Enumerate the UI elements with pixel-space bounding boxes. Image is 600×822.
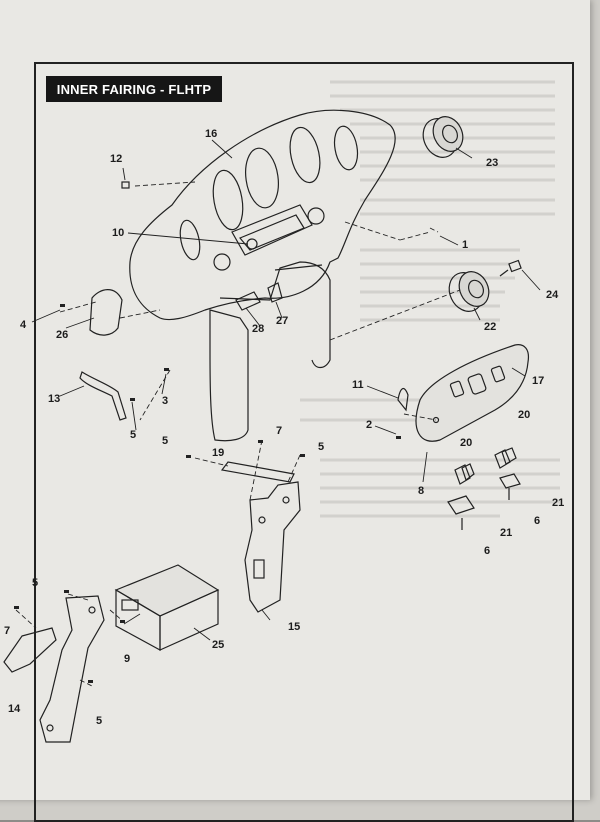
mounting-bracket-19 <box>220 461 295 483</box>
callout-28: 28 <box>252 323 264 335</box>
callout-7a: 7 <box>276 425 282 437</box>
callout-10: 10 <box>112 227 124 239</box>
callout-19: 19 <box>212 447 224 459</box>
callout-15: 15 <box>288 621 300 633</box>
callout-5d: 5 <box>32 577 38 589</box>
screw-hardware <box>14 304 401 683</box>
mounting-bracket-14 <box>3 595 105 743</box>
callout-2: 2 <box>366 419 372 431</box>
callout-1: 1 <box>462 239 468 251</box>
callout-5c: 5 <box>318 441 324 453</box>
callout-labels: 16 12 10 1 23 24 22 17 11 2 20 20 8 21 6… <box>4 128 564 727</box>
switch-panel-part-17 <box>397 344 530 442</box>
assembly-guide-lines <box>15 181 461 687</box>
callout-8: 8 <box>418 485 424 497</box>
callout-13: 13 <box>48 393 60 405</box>
callout-16: 16 <box>205 128 217 140</box>
callout-21a: 21 <box>552 497 564 509</box>
callout-20b: 20 <box>460 437 472 449</box>
callout-22: 22 <box>484 321 496 333</box>
exploded-parts-diagram: 16 12 10 1 23 24 22 17 11 2 20 20 8 21 6… <box>3 80 564 743</box>
callout-6a: 6 <box>534 515 540 527</box>
callout-12: 12 <box>110 153 122 165</box>
radio-box-part-25 <box>114 564 220 652</box>
callout-24: 24 <box>546 289 559 301</box>
callout-21b: 21 <box>500 527 512 539</box>
callout-20a: 20 <box>518 409 530 421</box>
bleed-through-text <box>300 80 560 518</box>
mounting-bracket-15 <box>244 481 301 613</box>
callout-14: 14 <box>8 703 21 715</box>
fitting-part-24 <box>499 259 522 277</box>
callout-17: 17 <box>532 375 544 387</box>
callout-5a: 5 <box>130 429 136 441</box>
callout-23: 23 <box>486 157 498 169</box>
section-title: INNER FAIRING - FLHTP <box>46 76 222 102</box>
speaker-part-23 <box>422 116 464 158</box>
small-parts-left <box>79 181 283 421</box>
callout-11: 11 <box>352 379 364 391</box>
callout-25: 25 <box>212 639 224 651</box>
switch-assemblies-20-21 <box>447 447 521 530</box>
callout-leader-lines <box>31 139 541 641</box>
speaker-part-22 <box>448 271 490 312</box>
callout-26: 26 <box>56 329 68 341</box>
inner-fairing-part-16 <box>129 109 396 442</box>
callout-9: 9 <box>124 653 130 665</box>
callout-4: 4 <box>20 319 27 331</box>
callout-5e: 5 <box>96 715 102 727</box>
callout-5b: 5 <box>162 435 168 447</box>
callout-6b: 6 <box>484 545 490 557</box>
callout-7b: 7 <box>4 625 10 637</box>
callout-27: 27 <box>276 315 288 327</box>
callout-3: 3 <box>162 395 168 407</box>
